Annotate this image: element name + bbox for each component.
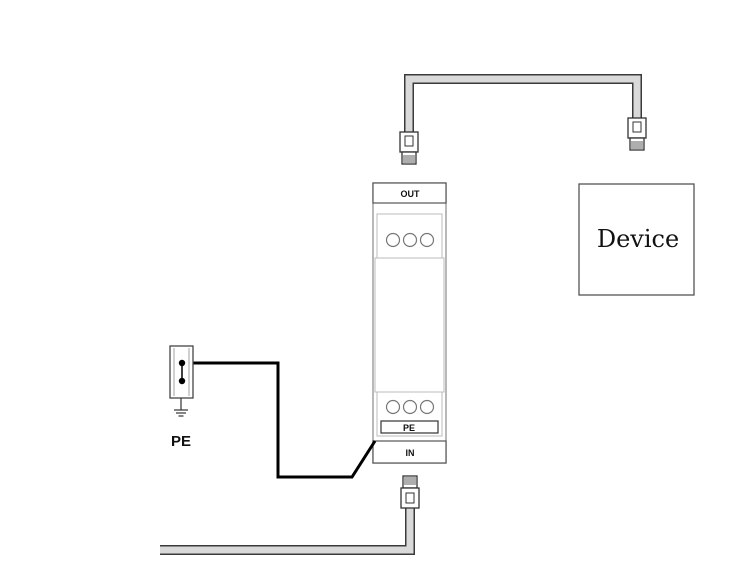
- surge-protector-module: OUT PE IN: [372, 182, 447, 464]
- indicator-light-icon: [419, 232, 435, 248]
- device-label: Device: [597, 225, 679, 253]
- pe-ground-label: PE: [171, 433, 191, 450]
- indicator-light-icon: [385, 232, 401, 248]
- pe-tag-label: PE: [403, 423, 415, 433]
- indicator-light-icon: [402, 399, 418, 415]
- bottom-network-cable: [160, 507, 415, 555]
- out-label: OUT: [401, 189, 421, 199]
- ground-symbol-icon: [174, 398, 188, 417]
- rj45-plug-icon: [399, 131, 419, 165]
- rj45-plug-icon: [400, 475, 420, 509]
- indicator-light-icon: [419, 399, 435, 415]
- top-network-cable: [404, 74, 642, 132]
- device-box: Device: [578, 183, 695, 296]
- pe-ground-wire: [186, 361, 377, 479]
- rj45-plug-icon: [627, 117, 647, 151]
- indicator-light-icon: [402, 232, 418, 248]
- ground-terminal: [169, 345, 194, 399]
- in-label: IN: [406, 448, 415, 458]
- indicator-light-icon: [385, 399, 401, 415]
